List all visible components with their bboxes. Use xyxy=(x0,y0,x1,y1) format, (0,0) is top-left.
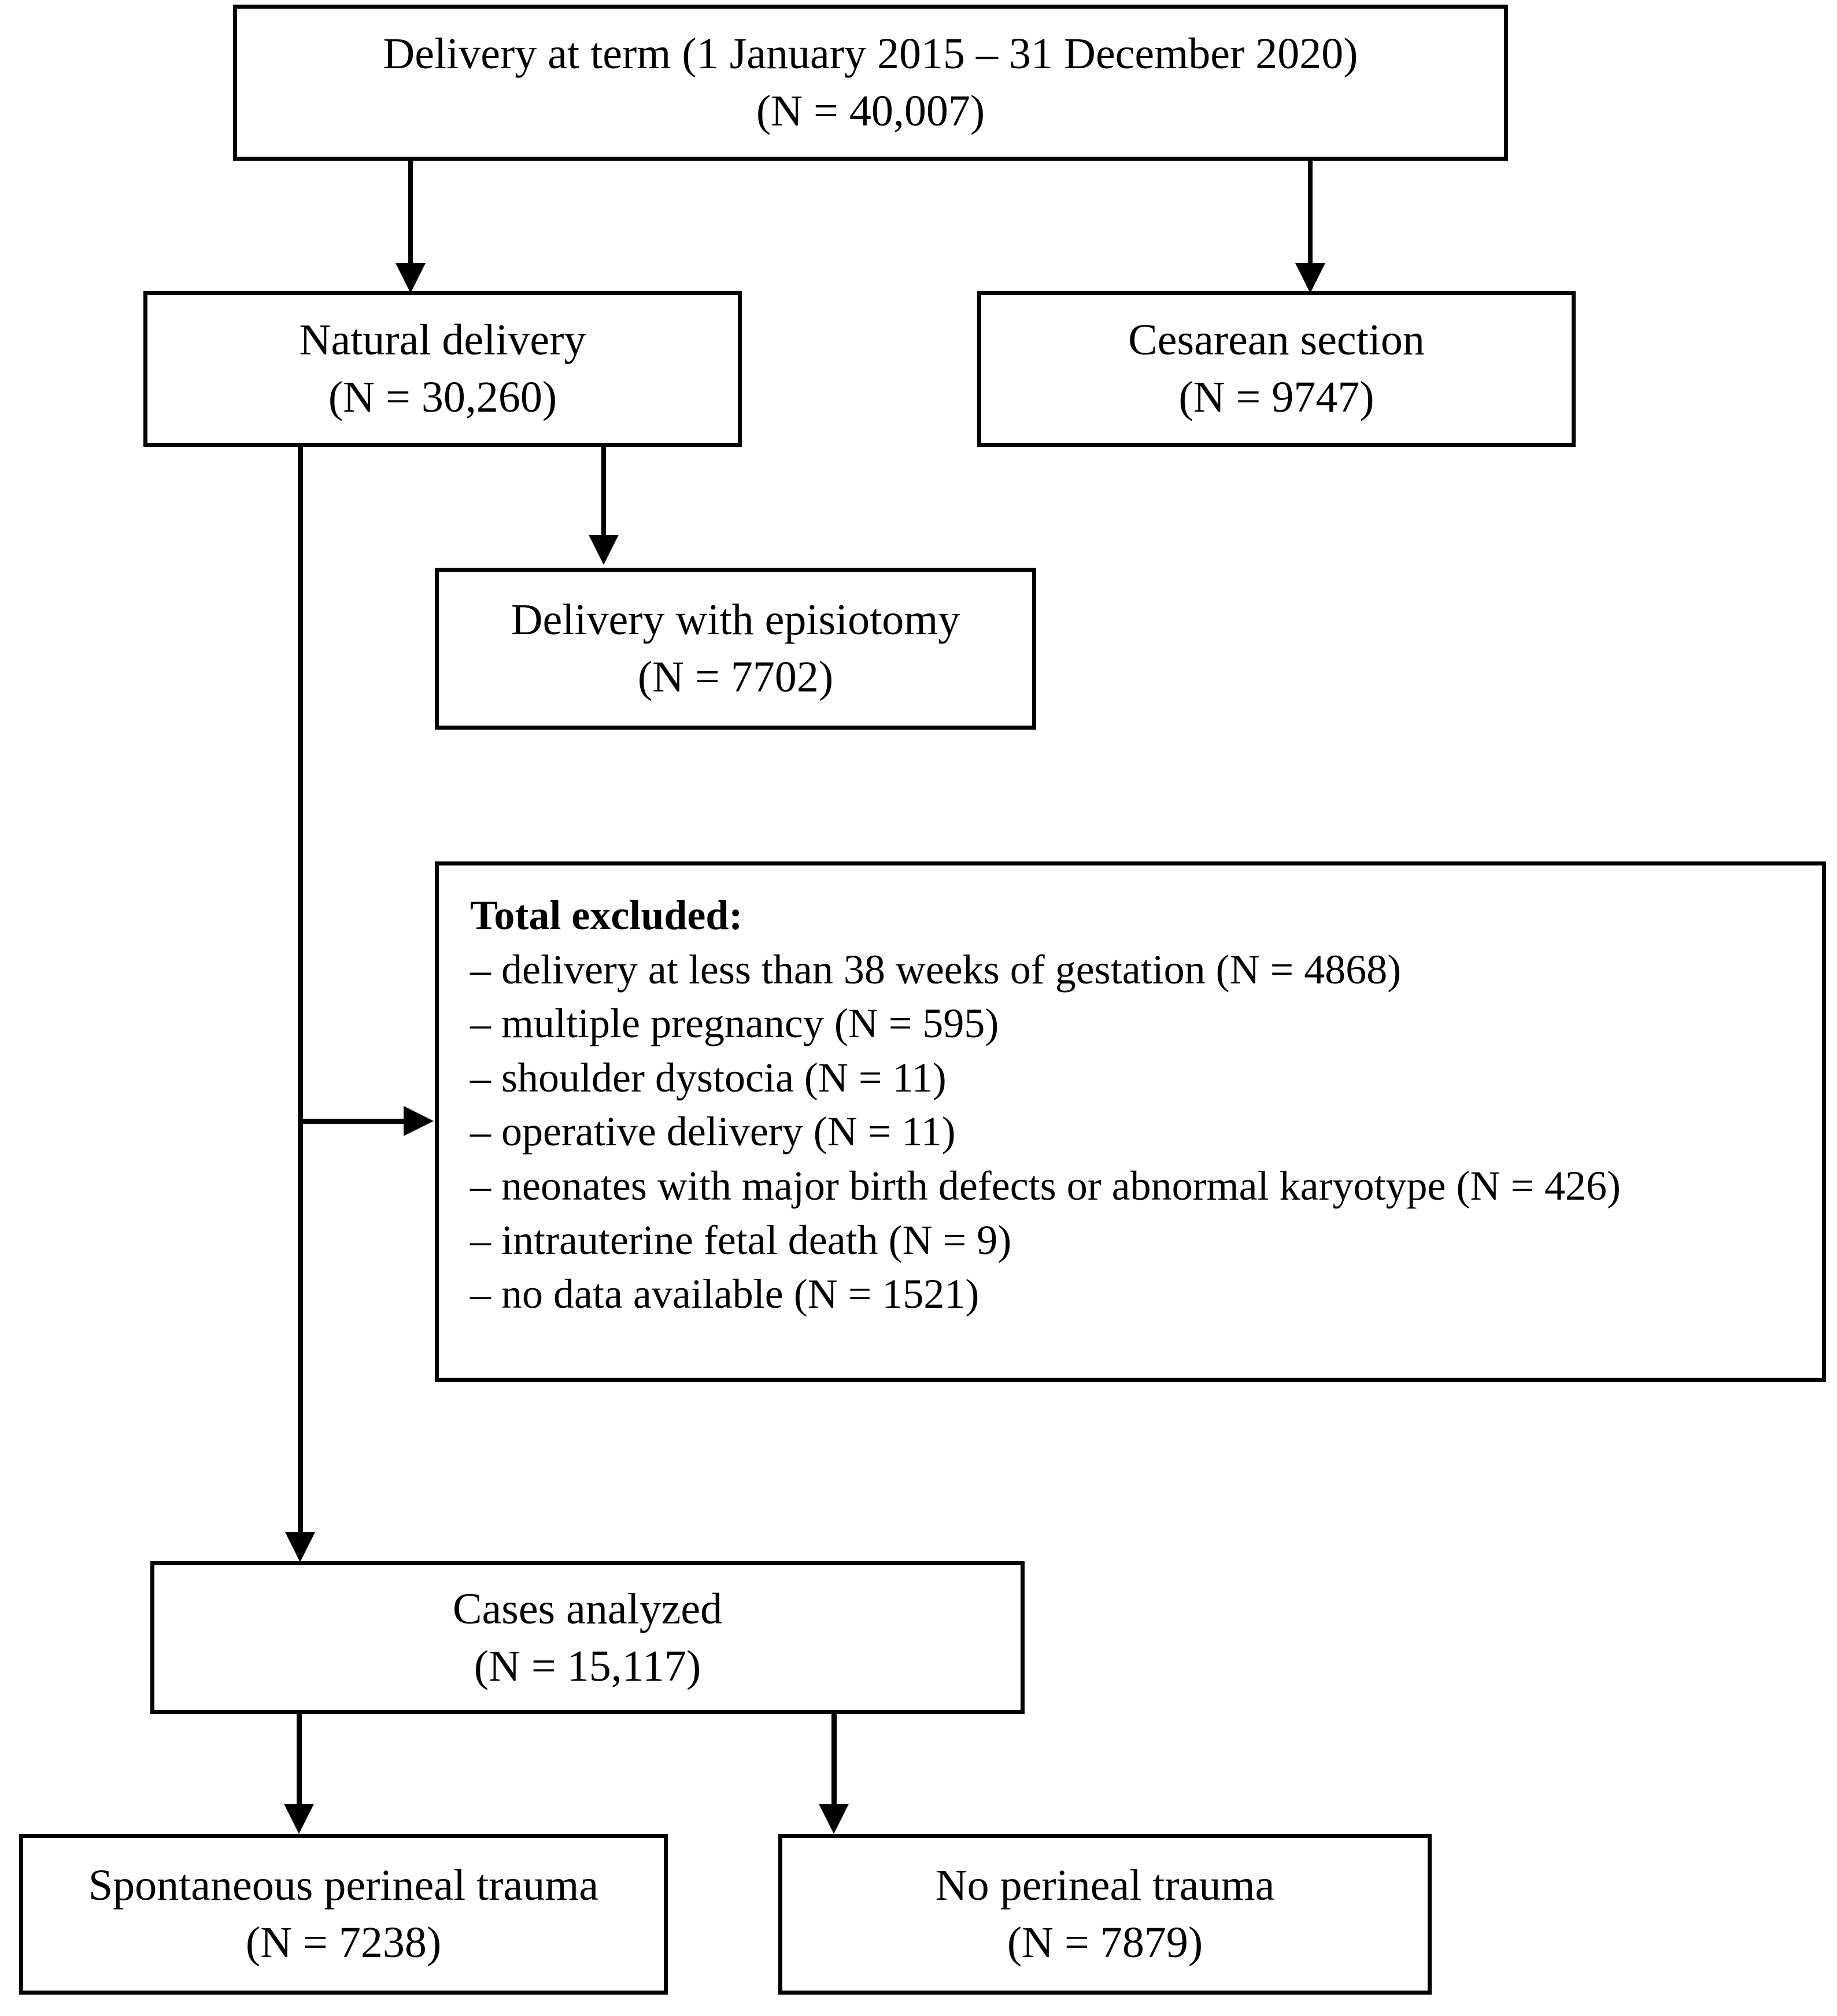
connector-term-split-left xyxy=(408,161,413,266)
node-natural-delivery-line2: (N = 30,260) xyxy=(328,373,557,421)
node-delivery-at-term-line2: (N = 40,007) xyxy=(756,87,985,135)
node-spontaneous-perineal-trauma-line1: Spontaneous perineal trauma xyxy=(88,1861,599,1910)
excluded-item-6: – no data available (N = 1521) xyxy=(470,1271,980,1318)
node-delivery-with-episiotomy-line1: Delivery with episiotomy xyxy=(511,595,960,645)
node-natural-delivery-line1: Natural delivery xyxy=(299,316,586,365)
node-total-excluded: Total excluded: – delivery at less than … xyxy=(435,861,1826,1382)
excluded-item-2: – shoulder dystocia (N = 11) xyxy=(470,1054,947,1101)
excluded-item-0: – delivery at less than 38 weeks of gest… xyxy=(470,946,1402,993)
node-cesarean-section: Cesarean section (N = 9747) xyxy=(977,291,1576,447)
connector-cases-to-spontaneous xyxy=(297,1714,302,1807)
node-natural-delivery: Natural delivery (N = 30,260) xyxy=(143,291,742,447)
arrow-cases-to-no-trauma xyxy=(819,1804,849,1834)
arrow-to-total-excluded xyxy=(404,1106,434,1136)
arrow-natural-to-cases-analyzed xyxy=(285,1532,315,1562)
node-cesarean-section-line2: (N = 9747) xyxy=(1178,373,1374,421)
node-delivery-with-episiotomy-line2: (N = 7702) xyxy=(637,653,834,701)
connector-term-split-right xyxy=(1308,161,1313,266)
excluded-item-3: – operative delivery (N = 11) xyxy=(470,1108,956,1155)
node-delivery-at-term-line1: Delivery at term (1 January 2015 – 31 De… xyxy=(383,29,1358,79)
connector-spine-to-excluded xyxy=(298,1119,406,1124)
node-cases-analyzed: Cases analyzed (N = 15,117) xyxy=(150,1561,1025,1714)
excluded-item-5: – intrauterine fetal death (N = 9) xyxy=(470,1216,1012,1263)
node-cesarean-section-line1: Cesarean section xyxy=(1128,316,1425,365)
excluded-item-4: – neonates with major birth defects or a… xyxy=(470,1162,1621,1209)
arrow-term-to-cesarean xyxy=(1295,263,1325,293)
arrow-natural-to-episiotomy xyxy=(589,535,619,565)
node-total-excluded-title: Total excluded: xyxy=(470,892,743,938)
node-delivery-with-episiotomy: Delivery with episiotomy (N = 7702) xyxy=(435,568,1036,730)
arrow-term-to-natural xyxy=(396,263,426,293)
node-cases-analyzed-line1: Cases analyzed xyxy=(452,1584,723,1633)
node-delivery-at-term: Delivery at term (1 January 2015 – 31 De… xyxy=(233,5,1508,161)
connector-cases-to-no-trauma xyxy=(831,1714,837,1807)
node-no-perineal-trauma: No perineal trauma (N = 7879) xyxy=(778,1834,1432,1995)
excluded-item-1: – multiple pregnancy (N = 595) xyxy=(470,1000,999,1047)
arrow-cases-to-spontaneous xyxy=(284,1804,314,1834)
node-cases-analyzed-line2: (N = 15,117) xyxy=(474,1641,701,1691)
node-no-perineal-trauma-line2: (N = 7879) xyxy=(1007,1918,1203,1967)
connector-natural-spine xyxy=(298,447,303,1534)
connector-natural-to-episiotomy xyxy=(601,447,606,537)
node-no-perineal-trauma-line1: No perineal trauma xyxy=(935,1861,1275,1910)
node-spontaneous-perineal-trauma-line2: (N = 7238) xyxy=(245,1918,442,1967)
node-spontaneous-perineal-trauma: Spontaneous perineal trauma (N = 7238) xyxy=(19,1834,668,1995)
